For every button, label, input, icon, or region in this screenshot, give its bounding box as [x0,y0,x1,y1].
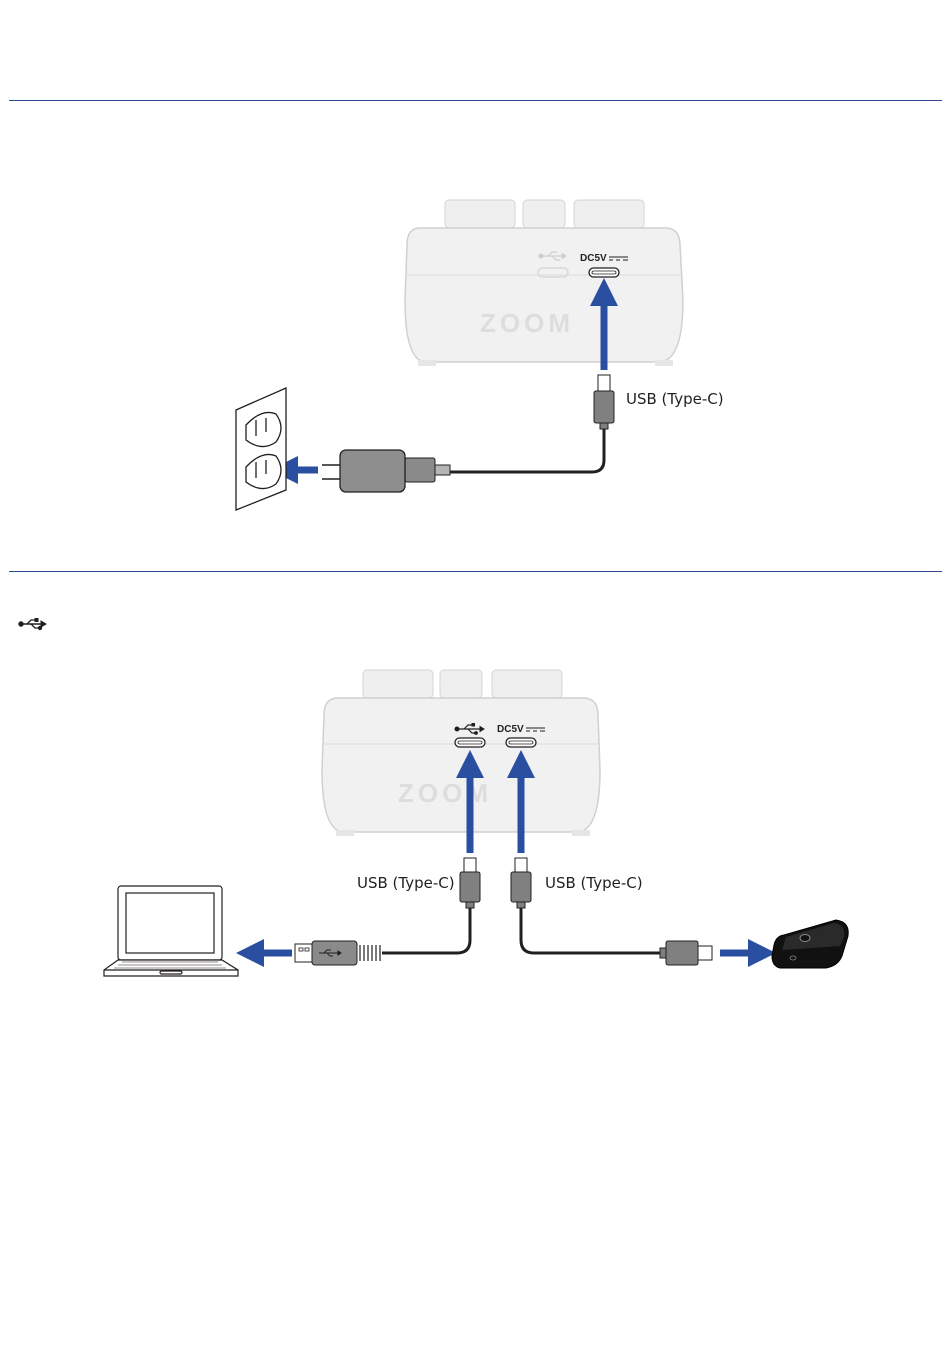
usb-type-c-label: USB (Type-C) [626,390,724,408]
power-cable [450,429,604,472]
usb-port [455,738,485,747]
usb-section-icon [18,617,48,631]
zoom-device-rear: ZOOM DC5V [405,228,683,366]
usb-connection-diagram: ZOOM DC5V [0,640,950,1060]
zoom-device-rear-2: ZOOM DC5V [322,698,600,836]
dc5v-port [589,268,619,277]
zoom-logo: ZOOM [480,308,574,338]
ac-adapter [322,450,450,492]
usb-cable-right [521,908,660,953]
section-divider-middle [9,571,942,572]
usb-c-plug-right [511,858,531,908]
wall-outlet-icon [236,388,286,510]
usb-c-plug [594,375,614,429]
device-knobs-2 [363,670,562,698]
usb-type-c-label-right: USB (Type-C) [545,874,643,892]
usb-c-plug-horizontal [660,941,712,965]
dc5v-port-2 [506,738,536,747]
dc5v-port-label-2: DC5V [497,724,524,735]
power-connection-diagram: ZOOM DC5V [0,0,950,520]
usb-c-plug-left [460,858,480,908]
usb-power-adapter-icon [772,920,848,968]
usb-a-plug [295,941,380,965]
dc5v-port-label: DC5V [580,253,607,264]
usb-type-c-label-left: USB (Type-C) [357,874,455,892]
usb-cable-left [382,908,470,953]
laptop-icon [104,886,238,976]
zoom-logo-2: ZOOM [398,778,492,808]
device-knobs [445,200,644,228]
